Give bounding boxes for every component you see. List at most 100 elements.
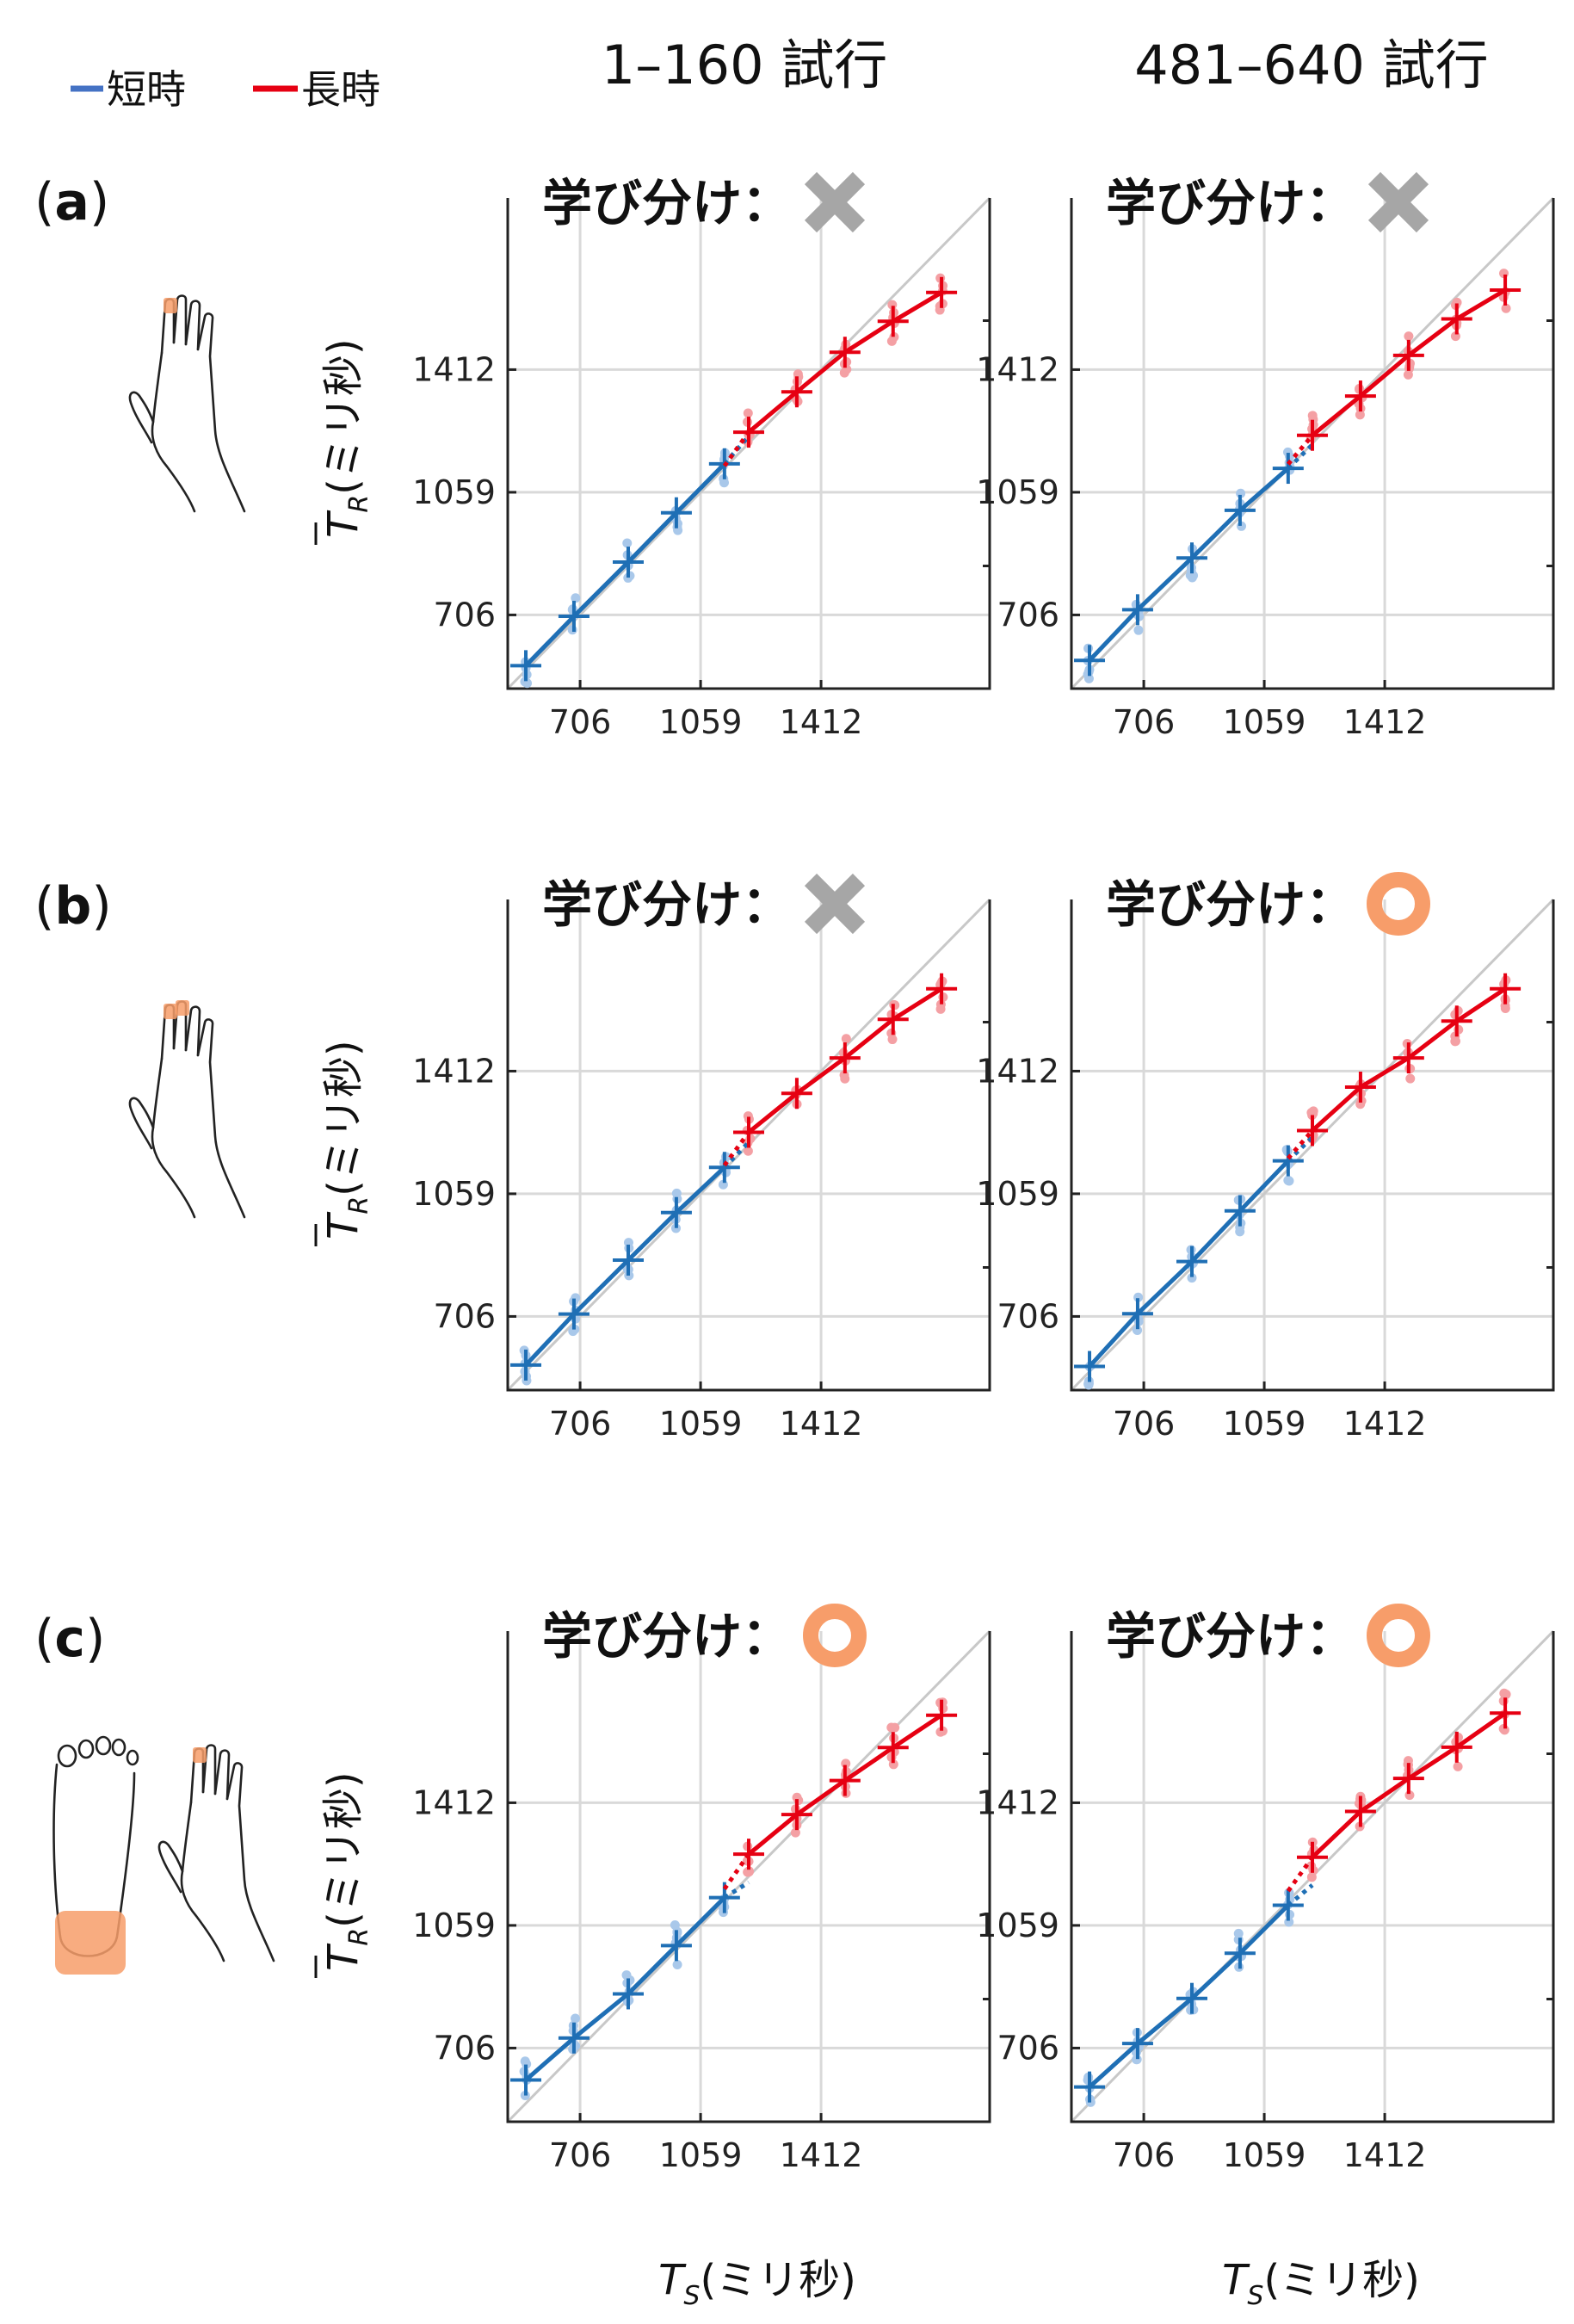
legend-label-long: 長時 <box>301 66 380 113</box>
x-axis-unit: (ミリ秒) <box>1263 2256 1419 2304</box>
mean-marker <box>510 650 542 682</box>
trial-dot <box>743 1146 753 1156</box>
axis-frame <box>1070 1631 1555 2123</box>
axis-frame <box>506 899 991 1392</box>
trial-dot <box>1284 1176 1294 1186</box>
trial-dot <box>792 1792 802 1802</box>
x-tick-label: 1412 <box>1343 703 1427 741</box>
mean-marker <box>558 1298 589 1330</box>
trial-dot <box>1133 1325 1143 1335</box>
x-tick-label: 706 <box>1113 1405 1176 1443</box>
mean-marker <box>613 1245 644 1276</box>
trial-dot <box>571 593 581 603</box>
x-axis-symbol: T <box>658 2256 687 2304</box>
row-label-c: (c) <box>34 1609 105 1669</box>
trial-dot <box>886 336 897 346</box>
trial-dot <box>890 1722 900 1733</box>
mean-marker <box>926 1699 958 1731</box>
trial-dot <box>1236 488 1246 498</box>
y-tick-label: 1412 <box>412 350 496 388</box>
legend: 短時 長時 <box>71 66 380 113</box>
trial-dot <box>670 1223 681 1233</box>
trial-dot <box>1187 572 1197 583</box>
y-tick-label: 706 <box>433 2029 496 2067</box>
mean-marker <box>660 1196 692 1228</box>
extrapolation-line-short <box>723 1140 750 1169</box>
verdict-label: 学び分け： <box>542 875 792 934</box>
mean-marker <box>510 2064 542 2096</box>
mean-marker <box>708 1152 740 1184</box>
x-tick-label: 1412 <box>1343 1405 1427 1443</box>
mean-marker <box>558 601 589 633</box>
trial-dot <box>1499 1725 1509 1735</box>
mean-marker <box>1074 1351 1106 1382</box>
fit-line-short <box>523 461 727 668</box>
trial-dot <box>522 2059 532 2069</box>
x-tick-label: 706 <box>549 703 612 741</box>
mean-marker <box>926 973 958 1004</box>
trial-dot <box>719 478 729 488</box>
trial-dot <box>1450 1036 1460 1047</box>
y-axis-subscript: R <box>344 495 374 513</box>
x-axis-label: TS(ミリ秒) <box>658 2256 856 2311</box>
trial-dot <box>887 1035 898 1045</box>
mean-marker <box>781 1078 812 1109</box>
y-axis-label: TR(ミリ秒) <box>319 1040 374 1239</box>
mean-marker <box>829 1042 861 1074</box>
trial-dot <box>1405 1073 1416 1084</box>
y-tick-label: 706 <box>997 2029 1059 2067</box>
y-axis-subscript: R <box>344 1928 374 1946</box>
extrapolation-line-long <box>722 430 751 467</box>
mean-marker <box>1490 973 1522 1004</box>
y-tick-label: 706 <box>433 596 496 634</box>
mean-marker <box>660 497 692 528</box>
x-axis-symbol: T <box>1222 2256 1250 2304</box>
column-header-early: 1–160 試行 <box>602 34 888 96</box>
x-tick-label: 1059 <box>1223 1405 1306 1443</box>
mean-marker <box>1392 1763 1424 1795</box>
x-tick-label: 1059 <box>1223 703 1306 741</box>
y-axis-symbol: T <box>319 1943 367 1971</box>
mean-marker <box>660 1930 692 1962</box>
x-axis-unit: (ミリ秒) <box>700 2256 855 2304</box>
cross-stroke <box>804 873 866 935</box>
x-tick-label: 1412 <box>780 2136 863 2174</box>
trial-dot <box>670 1920 680 1931</box>
trial-dot <box>744 1867 754 1877</box>
trial-dot <box>743 408 753 418</box>
trial-dot <box>1187 1273 1197 1283</box>
y-tick-label: 1412 <box>976 1052 1059 1090</box>
mean-marker <box>1074 645 1106 677</box>
x-tick-label: 1059 <box>659 703 743 741</box>
mean-marker <box>1176 542 1207 574</box>
y-tick-label: 1412 <box>412 1783 496 1821</box>
mean-marker <box>1344 1071 1376 1103</box>
mean-marker <box>1490 1697 1522 1729</box>
y-tick-label: 1059 <box>412 473 496 511</box>
extrapolation-line-long <box>1286 1128 1314 1160</box>
y-tick-label: 706 <box>997 1297 1059 1335</box>
mean-marker <box>926 276 958 308</box>
x-tick-label: 706 <box>549 2136 612 2174</box>
mean-marker <box>781 1799 812 1831</box>
fit-line-short <box>1087 1159 1291 1369</box>
x-tick-label: 1059 <box>1223 2136 1306 2174</box>
verdict-label: 学び分け： <box>542 174 792 232</box>
mean-marker <box>1272 1145 1304 1177</box>
column-header-late: 481–640 試行 <box>1134 34 1488 96</box>
extrapolation-line-long <box>1286 1856 1315 1893</box>
mean-marker <box>1224 494 1256 526</box>
x-tick-label: 1059 <box>659 1405 743 1443</box>
y-axis-symbol: T <box>319 1211 367 1239</box>
trial-dot <box>1235 1227 1245 1237</box>
y-axis-unit: (ミリ秒) <box>319 1771 367 1927</box>
mean-marker <box>733 1839 764 1870</box>
x-tick-label: 706 <box>1113 703 1176 741</box>
y-axis-unit: (ミリ秒) <box>319 1040 367 1196</box>
trial-dot <box>935 999 946 1010</box>
mean-marker <box>1224 1195 1256 1227</box>
